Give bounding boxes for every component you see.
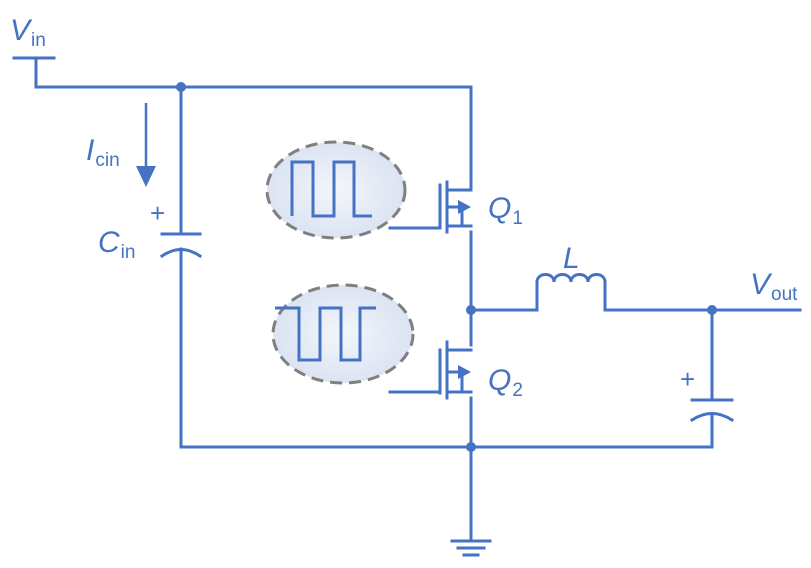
q2-gate-waveform-bubble (271, 283, 415, 385)
q2-mosfet (388, 340, 473, 400)
input-current-arrow (136, 103, 156, 187)
q1-label: Q1 (488, 192, 523, 229)
junction-dots (176, 82, 717, 452)
top-rail-wire (34, 85, 473, 192)
cin-plus-sign: + (150, 198, 165, 228)
q1-mosfet (388, 180, 473, 234)
inductor-label: L (563, 242, 580, 275)
q1-gate-waveform-bubble (265, 140, 407, 240)
q2-label: Q2 (488, 364, 523, 401)
cout-plus-sign: + (680, 364, 695, 394)
ground-symbol (450, 539, 492, 557)
cin-label: Cin (98, 226, 135, 263)
icin-label: Icin (86, 134, 120, 171)
vin-terminal (12, 56, 56, 89)
output-capacitor (689, 308, 735, 449)
input-capacitor (159, 85, 203, 449)
vout-label: Vout (750, 268, 798, 305)
inductor (469, 273, 802, 312)
vin-label: Vin (10, 14, 46, 51)
